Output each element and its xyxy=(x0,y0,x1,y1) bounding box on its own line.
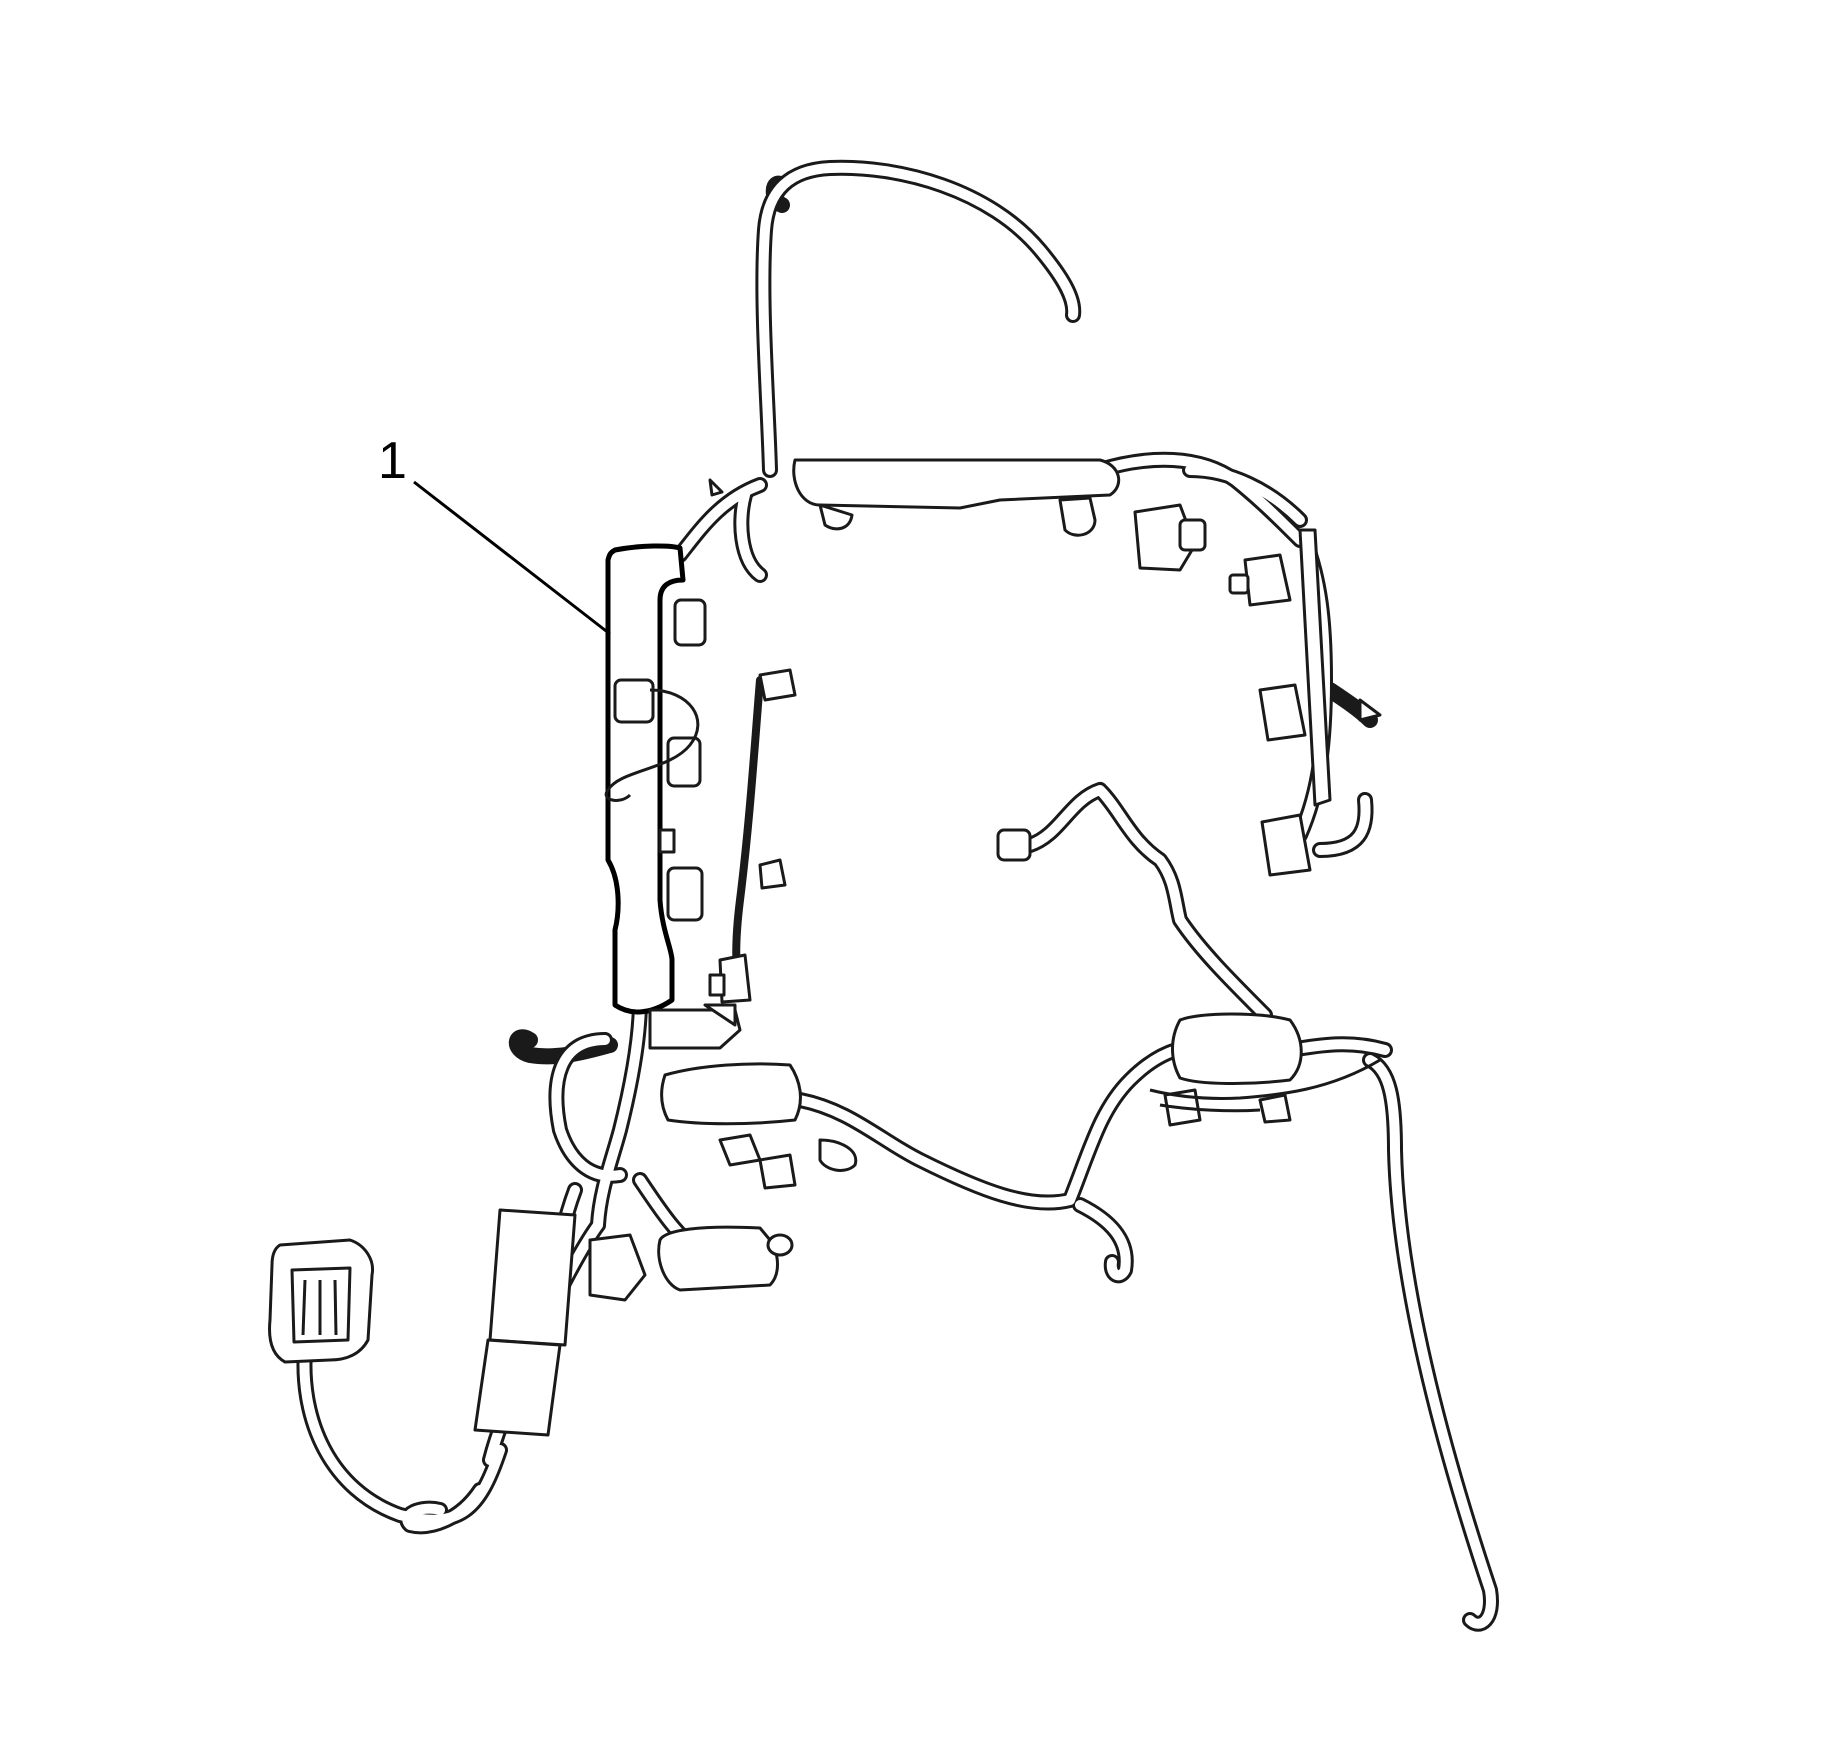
injector-harness-bracket xyxy=(605,543,686,1015)
right-junction-lead-b xyxy=(1159,1103,1261,1113)
eyelet-ring xyxy=(766,1233,794,1257)
top-bracket-bar xyxy=(792,458,1121,510)
wire-left-sensor-thin xyxy=(732,676,764,994)
wire-right-junction-fill xyxy=(1285,1039,1390,1055)
relay-side-connector xyxy=(588,1233,647,1302)
sensor-connector-mid xyxy=(758,858,787,890)
junction-branch-connector-1 xyxy=(718,1133,762,1167)
callout-label: 1 xyxy=(378,432,407,490)
lower-bracket-flange xyxy=(703,1003,737,1027)
right-bracket-rail xyxy=(1298,528,1332,807)
harness-components xyxy=(268,458,1382,1437)
injector-plug-2 xyxy=(666,736,702,788)
relay-block-lower xyxy=(473,1338,562,1437)
connector-right-2 xyxy=(1258,683,1307,742)
top-bracket-clip xyxy=(708,478,724,497)
wire-center-sensor-fill xyxy=(1025,785,1270,1020)
connector-top-right-latch xyxy=(1178,518,1207,552)
right-junction-lead-a xyxy=(1149,1058,1381,1100)
injector-plug-3 xyxy=(666,866,704,922)
wire-lower-hook-fill xyxy=(402,1485,485,1532)
wire-lower-main-drop-fill xyxy=(1075,1200,1131,1281)
sensor-connector-top xyxy=(758,668,797,702)
wire-right-lower-hook-fill xyxy=(1315,795,1371,855)
center-sensor-plug xyxy=(996,828,1032,862)
wire-right-long-tail-fill xyxy=(1365,1055,1496,1629)
injector-plug-4 xyxy=(613,678,655,724)
connector-right-1 xyxy=(1243,553,1292,607)
callout-1: 1 xyxy=(378,432,611,636)
top-bracket-tab-left xyxy=(818,503,854,531)
eyelet-bracket-connector xyxy=(657,1225,779,1292)
junction-branch-connector-2 xyxy=(758,1153,797,1190)
main-junction-sleeve xyxy=(660,1062,802,1126)
injector-plug-1 xyxy=(673,598,707,647)
wire-top-loop xyxy=(755,159,1082,478)
top-bracket-tab-right xyxy=(1058,496,1097,537)
wire-main-trunk-fill xyxy=(593,995,645,1230)
large-connector-rib-1 xyxy=(301,1279,307,1336)
sensor-connector-bottom-clip xyxy=(708,973,726,997)
right-junction-sleeve xyxy=(1171,1012,1303,1086)
wire-top-left-branch-fill xyxy=(675,480,765,560)
large-connector-inner xyxy=(290,1266,352,1344)
wire-top-left-drop-fill xyxy=(736,490,765,580)
wire-lower-left-loop-fill xyxy=(551,1035,625,1181)
injector-clip-small xyxy=(658,828,676,854)
wire-top-right-arc-fill xyxy=(1185,465,1305,525)
junction-clip xyxy=(818,1138,858,1172)
relay-block-upper xyxy=(488,1208,577,1347)
right-junction-connector-2 xyxy=(1258,1093,1292,1124)
wire-lower-main-run-fill xyxy=(795,1041,1235,1208)
injector-plug-4-loop xyxy=(604,688,700,802)
callout-leader-line xyxy=(413,480,611,636)
right-bracket-arrow xyxy=(1358,698,1382,722)
large-connector-rib-3 xyxy=(333,1279,338,1336)
connector-right-1-tab xyxy=(1228,573,1250,595)
connector-right-3 xyxy=(1260,813,1312,877)
wire-left-clip xyxy=(508,1029,618,1065)
wire-top-loop-fill xyxy=(758,162,1079,475)
